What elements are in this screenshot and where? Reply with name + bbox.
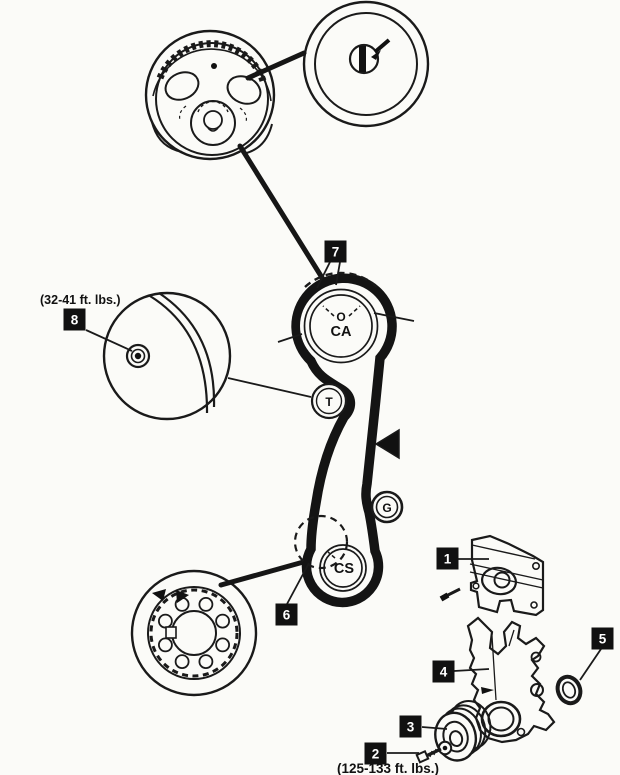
callout-6-number: 6: [283, 608, 291, 623]
crankshaft-bolt: [415, 747, 442, 764]
sprocket-to-ca-leader: [237, 143, 329, 287]
pointer-arrow-icon: [373, 38, 391, 54]
torque-spec-tensioner: (32-41 ft. lbs.): [40, 293, 121, 307]
cover-clip: [481, 687, 494, 694]
upper-cover-bolt: [439, 587, 461, 602]
callout-3: 3: [399, 715, 422, 738]
crankshaft-sprocket-letter: CS: [334, 561, 354, 577]
camshaft-pulley: O CA: [300, 285, 382, 367]
callout-6-leader: [286, 562, 310, 605]
sprocket-teeth: [156, 40, 268, 85]
callout-5-number: 5: [599, 632, 607, 647]
ca-right-tick: [373, 312, 415, 322]
callout-6: 6: [275, 603, 298, 626]
belt-edge-line: [158, 292, 216, 408]
sprocket-timing-dot: [211, 63, 217, 69]
crank-sprocket-teeth: [149, 588, 239, 678]
callout-7-number: 7: [332, 245, 340, 260]
callout-2-number: 2: [372, 747, 380, 762]
camshaft-pulley-letter: CA: [331, 324, 352, 340]
tensioner-pulley-letter: T: [325, 395, 333, 409]
ca-left-tick: [277, 333, 303, 343]
callout-3-leader: [421, 726, 448, 730]
torque-spec-crankshaft: (125-133 ft. lbs.): [337, 761, 439, 775]
knock-pin-mark: [359, 46, 366, 72]
callout-7-leader: [316, 261, 331, 289]
bolt-head: [415, 749, 430, 764]
pointer-arrowhead-icon: [371, 50, 381, 60]
callout-8: 8: [63, 308, 86, 331]
timing-belt: [291, 273, 397, 608]
callout-8-leader: [85, 329, 133, 352]
callout-3-number: 3: [407, 720, 415, 735]
detail-connector-line: [245, 50, 307, 81]
sprocket-hub: [190, 100, 236, 146]
callout-4: 4: [432, 660, 455, 683]
timing-mark-arrow-icon: [152, 589, 166, 601]
cs-to-detail-leader: [218, 558, 310, 588]
guide-pulley: G: [370, 490, 404, 524]
sprocket-hole-right: [226, 75, 262, 105]
tensioner-pulley: T: [310, 382, 348, 420]
sprocket-hole-left: [164, 71, 200, 101]
belt-edge-line: [149, 295, 209, 414]
detail8-to-tensioner-line: [227, 377, 312, 398]
callout-4-number: 4: [440, 665, 448, 680]
lower-timing-cover: [466, 616, 556, 744]
callout-5: 5: [591, 627, 614, 650]
tensioner-bolt-detail-circle: [102, 291, 232, 421]
timing-mark-arrow-icon: [176, 590, 189, 603]
ca-mark-dashed-arc: [304, 271, 378, 288]
callout-1: 1: [436, 547, 459, 570]
upper-timing-cover: [469, 534, 545, 617]
cover-boss: [481, 566, 517, 596]
callout-1-number: 1: [444, 552, 452, 567]
callout-4-leader: [453, 668, 490, 672]
timing-mark-detail-circle: [302, 0, 430, 128]
pulley-washer: [437, 740, 453, 756]
guide-pulley-letter: G: [382, 501, 391, 515]
keyway-notch: [165, 626, 177, 639]
ca-mark-letter: O: [336, 310, 345, 324]
tensioner-bolt-head: [125, 343, 151, 369]
callout-7-leader: [335, 261, 341, 286]
callout-2: 2: [364, 742, 387, 765]
callout-5-leader: [579, 648, 602, 681]
crank-hub: [171, 610, 217, 656]
direction-arrow-icon: [374, 428, 400, 460]
cs-mark-dashed-circle: [293, 514, 349, 570]
callout-7: 7: [324, 240, 347, 263]
callout-8-number: 8: [71, 313, 79, 328]
oil-seal: [555, 674, 583, 706]
crank-sprocket-detail-circle: [130, 569, 258, 697]
camshaft-sprocket-detail-circle: [144, 29, 276, 161]
